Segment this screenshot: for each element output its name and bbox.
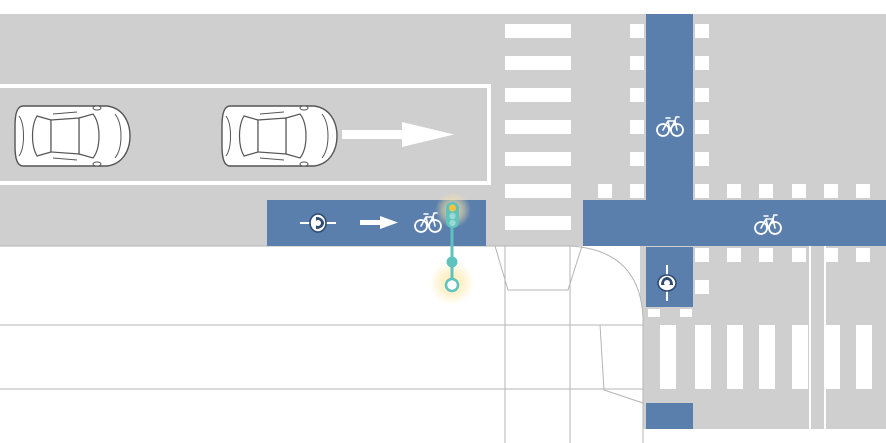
bike-lane-east [583,200,886,246]
sidewalk-lines [0,245,644,443]
crosswalk-south [660,325,872,389]
lane-outline [0,84,491,185]
lane-dividers-east [809,246,826,429]
bike-lane-east-top-marks [727,184,870,198]
bike-lane-edge-marks [598,24,709,198]
traffic-signal-icon [430,192,474,305]
bike-lane-south-end [646,403,693,429]
car-icon [221,105,338,167]
car-icon [14,105,131,167]
crosswalk-west [505,24,571,230]
curb-line [0,245,644,443]
bike-lane-north [646,14,693,202]
arrow-right-icon [360,216,398,229]
bike-lane-east-bottom-marks [648,248,870,317]
arrow-right-icon [342,122,454,147]
sidewalk-corner [0,246,643,443]
